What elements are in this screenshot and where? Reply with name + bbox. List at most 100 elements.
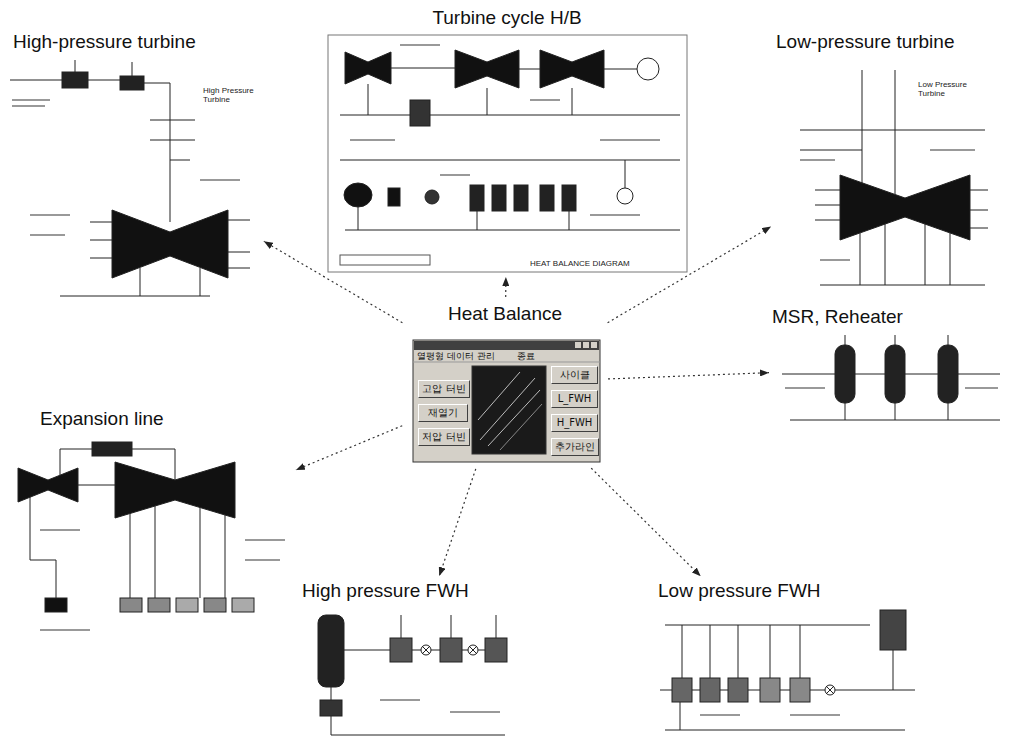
- label-slot: Low Pressure Turbine: [918, 80, 980, 100]
- text-hint: [30, 234, 65, 236]
- hp-fwh-drawing: [401, 615, 402, 638]
- lp-fwh-drawing: [672, 678, 692, 702]
- cycle-diagram: [328, 35, 687, 272]
- msr-drawing: [790, 420, 1000, 421]
- hp-turbine-drawing: [170, 160, 190, 161]
- text-hint: [700, 714, 840, 716]
- expansion-drawing: [45, 598, 67, 612]
- text-slot: High pressure FWH: [300, 577, 520, 603]
- text-slot: Turbine cycle H/B: [322, 4, 692, 30]
- drawing-label: High Pressure Turbine: [203, 86, 259, 104]
- button-label: H_FWH: [557, 415, 593, 431]
- text-hint: [800, 159, 835, 161]
- button-label: 재열기: [428, 405, 458, 421]
- lp-turbine-drawing: [895, 70, 896, 194]
- window-text: Heat Balance: [448, 302, 562, 326]
- lp-fwh-drawing: [682, 625, 683, 678]
- drawing-label: HEAT BALANCE DIAGRAM: [530, 259, 630, 268]
- dotted-arrow: [505, 277, 506, 297]
- hp-fwh-drawing: [485, 638, 507, 662]
- text-hint: [245, 559, 280, 561]
- thumbnail-panel: Low pressure FWH: [650, 577, 925, 747]
- text-hint: [350, 139, 395, 141]
- hp-fwh-drawing: [469, 646, 477, 654]
- hp-turbine-drawing: [90, 240, 112, 241]
- expansion-drawing: [176, 598, 198, 612]
- hp-fwh-drawing: [318, 615, 344, 687]
- lp-fwh-drawing: [680, 702, 681, 730]
- cycle-diagram: [328, 35, 687, 272]
- thumbnail-panel: High pressure FWH: [300, 577, 520, 747]
- hp-fwh-drawing: [440, 638, 462, 662]
- msr-drawing: [885, 345, 905, 403]
- hp-turbine-drawing: [140, 268, 141, 296]
- window-chrome: [500, 404, 542, 450]
- expansion-drawing: [56, 560, 57, 598]
- lp-turbine-drawing: [820, 285, 985, 286]
- text-hint: [785, 387, 825, 389]
- expansion-drawing: [78, 485, 115, 486]
- hp-turbine-drawing: [150, 140, 195, 141]
- label-slot: High Pressure Turbine: [203, 86, 259, 106]
- cycle-diagram: [455, 50, 519, 88]
- text-slot: High-pressure turbine: [5, 28, 263, 54]
- panel-title: Low-pressure turbine: [776, 30, 954, 54]
- cycle-diagram: [345, 52, 391, 84]
- text-slot: H_FWH: [552, 415, 597, 431]
- cycle-diagram: [562, 185, 576, 211]
- hp-turbine-drawing: [60, 296, 210, 297]
- lp-turbine-drawing: [800, 70, 988, 285]
- program-window: Heat Balance열평형 데이터 관리종료고압 터빈재열기저압 터빈사이클…: [405, 300, 605, 466]
- hp-turbine-drawing: [120, 76, 144, 90]
- hp-fwh-drawing: [469, 646, 477, 654]
- expansion-drawing: [120, 598, 142, 612]
- lp-turbine-drawing: [815, 205, 840, 206]
- text-hint: [200, 179, 240, 181]
- text-hint: [590, 214, 640, 216]
- expansion-drawing: [232, 598, 254, 612]
- cycle-diagram: [625, 160, 626, 188]
- button-label: 고압 터빈: [422, 381, 465, 397]
- msr-drawing: [938, 345, 958, 403]
- hp-turbine-drawing: [228, 268, 250, 269]
- hp-fwh-drawing: [331, 716, 332, 735]
- hp-turbine-drawing: [228, 252, 250, 253]
- msr-drawing: [855, 374, 885, 375]
- panel-title: Turbine cycle H/B: [432, 6, 581, 30]
- hp-turbine-drawing: [88, 80, 120, 81]
- msr-drawing: [895, 403, 896, 420]
- hp-turbine-drawing: [200, 268, 201, 296]
- hp-fwh-drawing: [422, 646, 430, 654]
- text-slot: Low pressure FWH: [650, 577, 925, 603]
- msr-drawing: [958, 374, 1000, 375]
- lp-turbine-drawing: [970, 210, 988, 211]
- text-hint: [40, 629, 90, 631]
- cycle-diagram: [519, 69, 540, 70]
- msr-drawing: [845, 335, 846, 345]
- window-chrome: [583, 342, 589, 348]
- msr-drawing: [835, 345, 855, 403]
- lp-fwh-drawing: [880, 610, 906, 650]
- window-chrome: [414, 341, 599, 350]
- hp-turbine-drawing: [170, 83, 171, 222]
- text-hint: [440, 174, 470, 176]
- lp-fwh-drawing: [738, 625, 739, 678]
- text-hint: [965, 387, 998, 389]
- lp-fwh-drawing: [825, 685, 835, 695]
- text-slot: Heat Balance: [405, 300, 605, 326]
- hp-turbine-drawing: [132, 62, 133, 76]
- text-hint: [790, 714, 840, 716]
- lp-fwh-drawing: [893, 650, 894, 690]
- cycle-diagram: [410, 100, 430, 126]
- lp-fwh-drawing: [700, 678, 720, 702]
- lp-fwh-drawing: [665, 625, 870, 626]
- cycle-diagram: [388, 188, 400, 206]
- lp-fwh-drawing: [660, 690, 915, 691]
- cycle-diagram: [637, 58, 659, 80]
- dotted-arrow: [439, 469, 476, 576]
- lp-turbine-drawing: [862, 70, 863, 184]
- expansion-drawing: [132, 449, 175, 450]
- text-hint: [785, 387, 998, 389]
- thumbnail-panel: Low-pressure turbine: [772, 28, 990, 296]
